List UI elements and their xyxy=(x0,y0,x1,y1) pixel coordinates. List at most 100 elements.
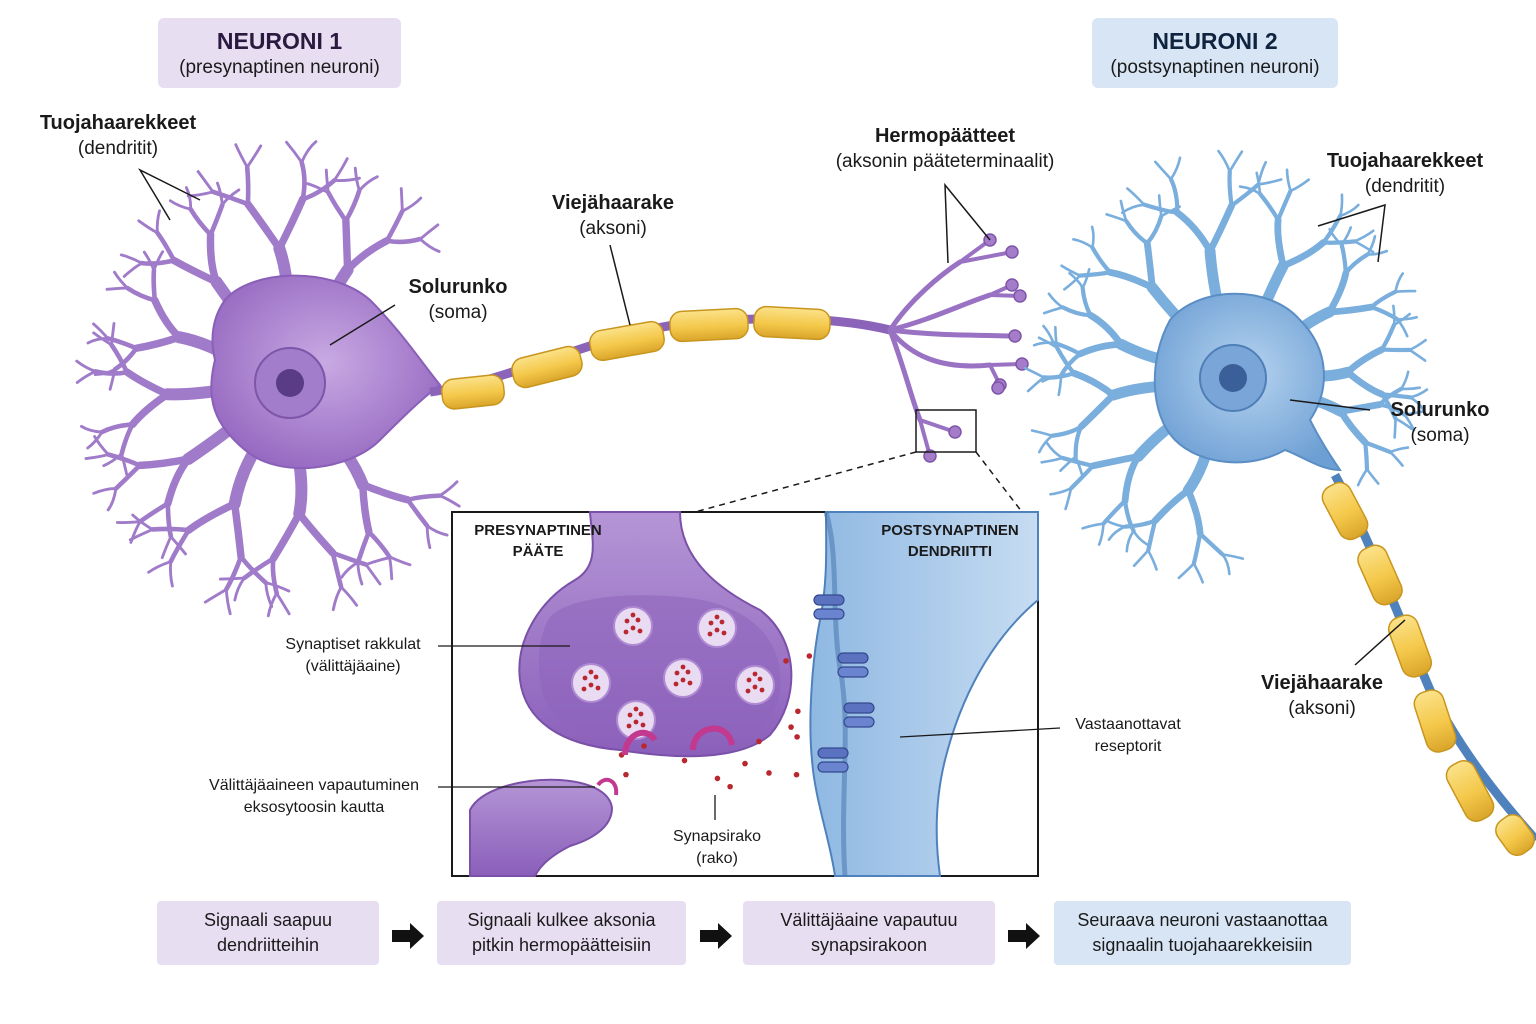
dendrite-branch xyxy=(1276,188,1293,222)
dendrite-branch xyxy=(1326,303,1375,316)
dendrite-branch xyxy=(1328,228,1343,246)
inset-postsynaptic-title: POSTSYNAPTINEN DENDRIITTI xyxy=(881,522,1019,560)
dendrite-branch xyxy=(330,550,344,590)
dendrite-branch xyxy=(1274,216,1287,270)
dendrite-branch xyxy=(1279,239,1327,270)
label-title: Tuojahaarekkeet xyxy=(39,112,197,134)
dendrite-branch xyxy=(1217,149,1232,173)
neurotransmitter xyxy=(630,625,636,631)
dendrite-branch xyxy=(1064,487,1073,511)
dendrite-branch xyxy=(1090,225,1095,249)
dendrite-branch xyxy=(1255,171,1262,196)
label-sub: (dendritit) xyxy=(1364,176,1446,197)
dendrite-branch xyxy=(400,196,423,213)
neurotransmitter xyxy=(794,734,800,740)
dendrite-branch xyxy=(244,200,284,253)
receptor-protein xyxy=(843,716,875,728)
neurotransmitter xyxy=(627,712,633,718)
dendrite-branch xyxy=(1365,467,1380,485)
dendrite-branch xyxy=(1229,182,1261,208)
dendrite-branch xyxy=(1339,242,1348,276)
dendrite-branch xyxy=(1257,178,1283,186)
dendrite-branch xyxy=(188,206,213,238)
dendrite-branch xyxy=(1379,322,1397,352)
neurotransmitter xyxy=(795,708,801,715)
dendrite-branch xyxy=(93,369,130,376)
dendrite-branch xyxy=(384,236,423,245)
dendrite-branch xyxy=(184,186,193,211)
neurotransmitter xyxy=(623,771,629,778)
dendrite-branch xyxy=(1087,311,1125,348)
dendrite-branch xyxy=(1408,348,1427,362)
myelin-segment xyxy=(753,305,831,341)
dendrite-branch xyxy=(1257,191,1281,222)
terminal-branch xyxy=(887,292,993,333)
dendrite-branch xyxy=(128,528,154,542)
dendrite-branch xyxy=(1026,376,1046,393)
receptor-protein xyxy=(837,666,869,678)
dendrite-branch xyxy=(1060,264,1082,277)
dendrite-branch xyxy=(266,591,279,618)
dendrite-branch xyxy=(1285,168,1292,193)
dendrite-branch xyxy=(102,452,124,468)
dendrite-branch xyxy=(1077,270,1113,278)
label-title: Tuojahaarekkeet xyxy=(1326,150,1484,172)
label-title: Viejähaarake xyxy=(552,192,674,214)
vesicles-label: Synaptiset rakkulat (välittäjäaine) xyxy=(285,636,421,675)
step-2: Signaali kulkee aksonia pitkin hermopäät… xyxy=(437,901,686,965)
dendrite-branch xyxy=(113,270,129,290)
dendrite-branch xyxy=(1396,318,1409,338)
dendrite-branch xyxy=(1356,467,1369,487)
neurotransmitter xyxy=(806,653,813,659)
dendrite-branch xyxy=(1400,386,1422,391)
dendrite-branch xyxy=(358,480,373,536)
dendrite-branch xyxy=(340,560,360,579)
dendrite-branch xyxy=(122,261,144,278)
dendrite-branch xyxy=(1228,150,1244,173)
dendrite-branch xyxy=(75,369,97,384)
neurotransmitter xyxy=(719,619,725,625)
dendrite-branch xyxy=(186,190,215,198)
dendrite-branch xyxy=(208,202,225,238)
dendrite-branch xyxy=(1037,434,1054,454)
neurotransmitter xyxy=(687,680,693,686)
dendrite-branch xyxy=(1173,209,1214,255)
label-sub: (soma) xyxy=(428,302,488,323)
dendrite-branch xyxy=(1380,392,1398,421)
dendrite-branch xyxy=(1068,271,1084,289)
dendrite-branch xyxy=(1221,553,1231,576)
dendrite-branch xyxy=(1388,450,1404,467)
dendrite-branch xyxy=(1142,202,1180,215)
dendrite-branch xyxy=(135,455,192,470)
terminal-bouton xyxy=(1005,278,1019,292)
dendrite-branch xyxy=(1400,370,1410,391)
neurotransmitter xyxy=(633,719,639,725)
dendrite-branch xyxy=(1340,226,1353,246)
cleft-label: Synapsirako (rako) xyxy=(672,828,762,867)
dendrite-branch xyxy=(1045,441,1064,460)
dendrite-branch xyxy=(105,336,139,351)
dendrite-branch xyxy=(343,188,362,224)
dendrite-branch xyxy=(115,520,142,524)
receptor-protein xyxy=(817,747,849,759)
dendrite-branch xyxy=(105,452,143,468)
dendrite-branch xyxy=(1289,178,1311,193)
neuron2-axon-label: Viejähaarake (aksoni) xyxy=(1247,670,1397,722)
dendrite-branch xyxy=(1363,440,1370,472)
dendrite-branch xyxy=(105,286,129,291)
dendrite-branch xyxy=(241,556,276,581)
dendrite-branch xyxy=(1032,341,1055,347)
dendrite-branch xyxy=(119,422,135,457)
dendrite-branch xyxy=(218,576,246,581)
dendrite-branch xyxy=(1326,269,1350,316)
dendrite-branch xyxy=(79,424,104,434)
dendrite-branch xyxy=(1132,549,1150,567)
dendrite-branch xyxy=(1055,345,1077,376)
dendrite-branch xyxy=(1197,531,1225,557)
neuron1-title: NEURONI 1 xyxy=(216,28,343,54)
dendrite-branch xyxy=(1023,366,1046,379)
dendrite-branch xyxy=(245,144,263,169)
dendrite-branch xyxy=(1089,453,1142,470)
neurotransmitter xyxy=(793,771,800,778)
